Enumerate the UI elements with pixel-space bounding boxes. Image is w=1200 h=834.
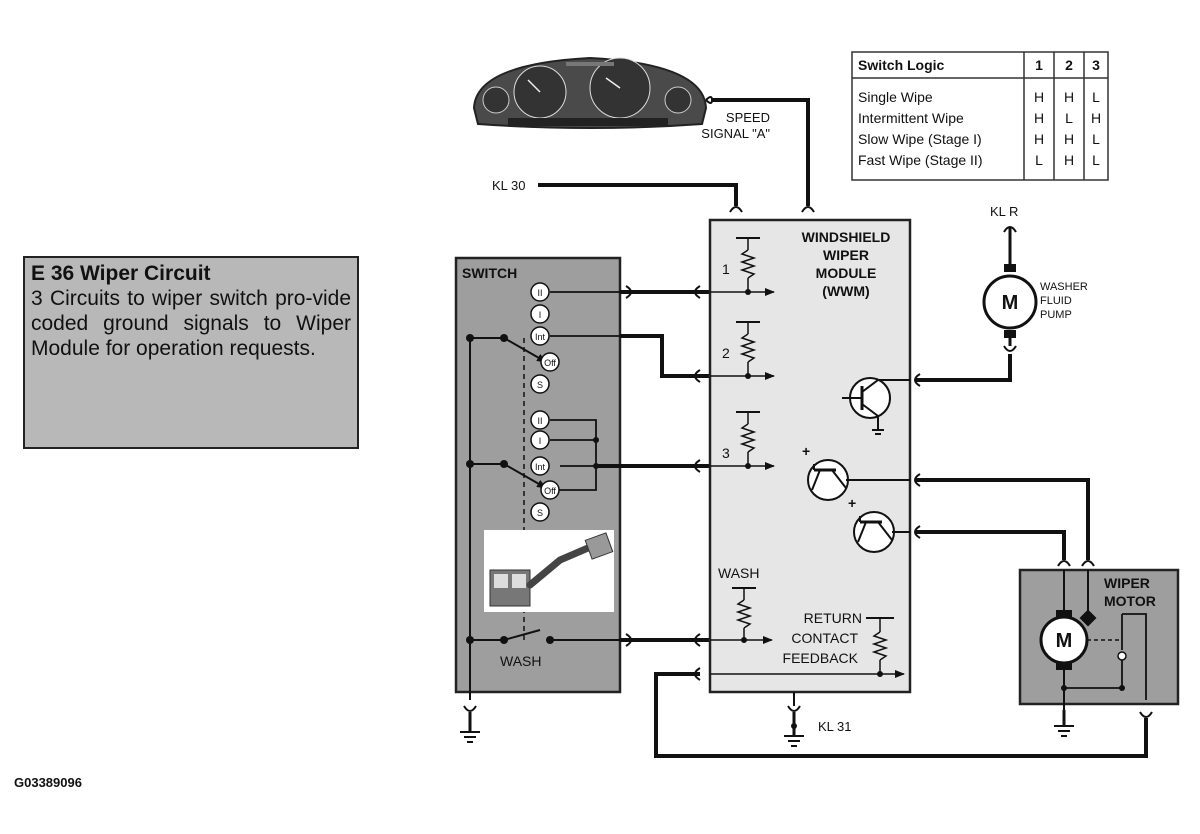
contact-label: II — [537, 288, 542, 298]
klr-label: KL R — [990, 204, 1018, 219]
return-label-1: RETURN — [804, 610, 862, 626]
table-cell: H — [1064, 131, 1074, 147]
washer-pump-motor — [982, 274, 1038, 330]
wwm-label-1: WINDSHIELD — [802, 229, 891, 245]
speed-signal-label-2: SIGNAL "A" — [701, 126, 770, 141]
polarity-plus: + — [802, 443, 810, 459]
table-cell: H — [1034, 110, 1044, 126]
kl30-label: KL 30 — [492, 178, 526, 193]
contact-label: Int — [535, 332, 546, 342]
instrument-cluster — [472, 56, 708, 129]
switch-label: SWITCH — [462, 265, 517, 281]
table-cell: H — [1091, 110, 1101, 126]
table-row-name: Single Wipe — [858, 89, 933, 105]
contact-label: II — [537, 416, 542, 426]
washer-label-3: PUMP — [1040, 309, 1072, 321]
switch-logic-table: Switch Logic 1 2 3 Single Wipe H H L Int… — [851, 51, 1109, 181]
circuit-2-label: 2 — [722, 345, 730, 361]
wwm-label-3: MODULE — [816, 265, 877, 281]
table-cell: H — [1034, 89, 1044, 105]
table-cell: L — [1092, 131, 1100, 147]
switch-contacts-b: II I Int Off S — [530, 410, 560, 522]
circuit-1-label: 1 — [722, 261, 730, 277]
table-header-3: 3 — [1092, 57, 1100, 73]
wiper-motor-label-2: MOTOR — [1104, 593, 1156, 609]
speed-signal-label-1: SPEED — [726, 110, 770, 125]
switch-ground — [460, 705, 480, 743]
contact-label: Off — [544, 486, 556, 496]
return-label-3: FEEDBACK — [783, 650, 859, 666]
table-row-name: Fast Wipe (Stage II) — [858, 152, 982, 168]
switch-contacts-a: II I Int Off S — [530, 282, 560, 394]
figure-id: G03389096 — [14, 775, 82, 790]
contact-label: I — [539, 436, 542, 446]
table-row-name: Slow Wipe (Stage I) — [858, 131, 982, 147]
caption-body: 3 Circuits to wiper switch pro-vide code… — [31, 287, 351, 360]
wiper-motor-box: WIPER MOTOR M — [1018, 568, 1180, 710]
polarity-plus: + — [848, 495, 856, 511]
circuit-3-label: 3 — [722, 445, 730, 461]
table-cell: H — [1034, 131, 1044, 147]
washer-label-2: FLUID — [1040, 295, 1072, 307]
table-cell: L — [1092, 89, 1100, 105]
contact-label: S — [537, 508, 543, 518]
washer-label-1: WASHER — [1040, 281, 1088, 293]
return-label-2: CONTACT — [791, 630, 858, 646]
kl31-label: KL 31 — [818, 719, 852, 734]
contact-label: I — [539, 310, 542, 320]
wiper-motor-label-1: WIPER — [1104, 575, 1150, 591]
washer-pump-symbol: M — [1002, 292, 1019, 314]
table-cell: L — [1035, 152, 1043, 168]
table-cell: L — [1065, 110, 1073, 126]
contact-label: Off — [544, 358, 556, 368]
windshield-wiper-module: WINDSHIELD WIPER MODULE (WWM) 1 2 3 WASH — [708, 218, 912, 694]
table-header-1: 1 — [1035, 57, 1043, 73]
wash-switch-label: WASH — [500, 653, 541, 669]
wash-module-label: WASH — [718, 565, 759, 581]
module-ground: KL 31 — [784, 692, 852, 747]
contact-label: S — [537, 380, 543, 390]
table-cell: L — [1092, 152, 1100, 168]
contact-label: Int — [535, 462, 546, 472]
wwm-label-4: (WWM) — [822, 283, 869, 299]
table-cell: H — [1064, 152, 1074, 168]
table-header-name: Switch Logic — [858, 57, 945, 73]
table-row-name: Intermittent Wipe — [858, 110, 964, 126]
table-header-2: 2 — [1065, 57, 1073, 73]
switch-box: SWITCH WASH — [454, 256, 622, 700]
caption-title: E 36 Wiper Circuit — [31, 262, 211, 285]
wiper-motor-symbol: M — [1056, 630, 1073, 652]
wwm-label-2: WIPER — [823, 247, 869, 263]
caption-box: E 36 Wiper Circuit 3 Circuits to wiper s… — [23, 256, 359, 449]
table-cell: H — [1064, 89, 1074, 105]
